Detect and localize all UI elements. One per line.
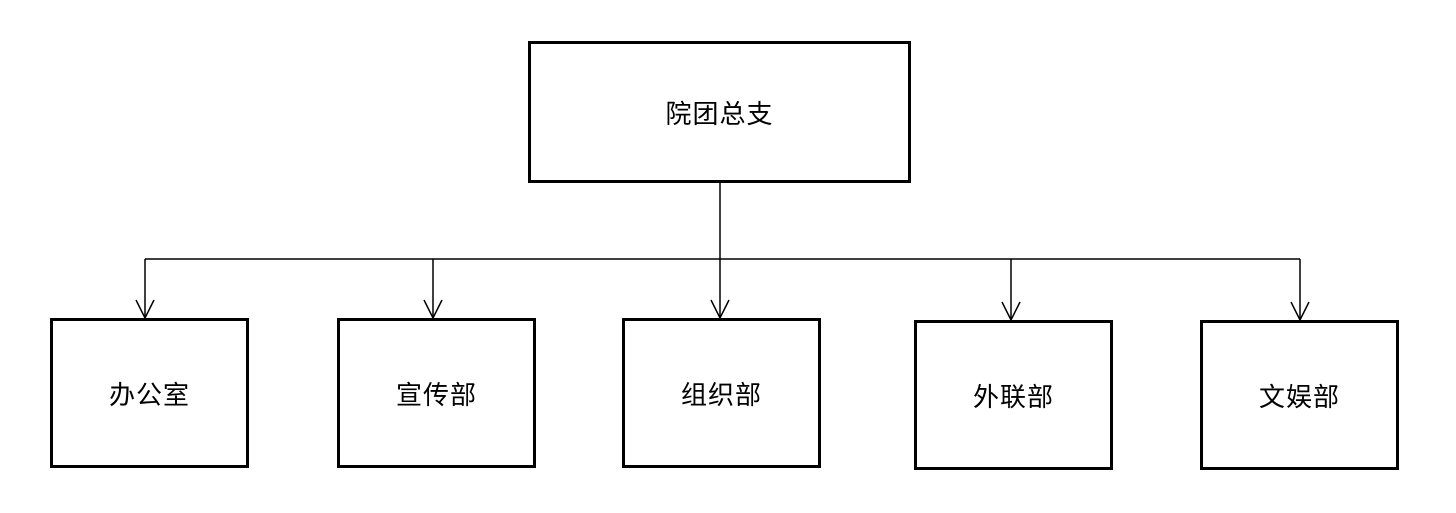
root-node-box: 院团总支 [528,41,911,183]
child-node-label: 组织部 [680,380,762,411]
child-node-label: 宣传部 [395,380,477,411]
child-node-entertainment: 文娱部 [1200,320,1399,470]
child-node-publicity: 宣传部 [337,318,536,468]
child-node-organization: 组织部 [622,318,821,468]
child-node-liaison: 外联部 [914,320,1113,470]
child-node-label: 办公室 [108,380,190,411]
root-node-label: 院团总支 [665,99,774,130]
child-node-label: 外联部 [972,382,1054,413]
child-node-label: 文娱部 [1258,382,1340,413]
child-node-office: 办公室 [50,318,249,468]
